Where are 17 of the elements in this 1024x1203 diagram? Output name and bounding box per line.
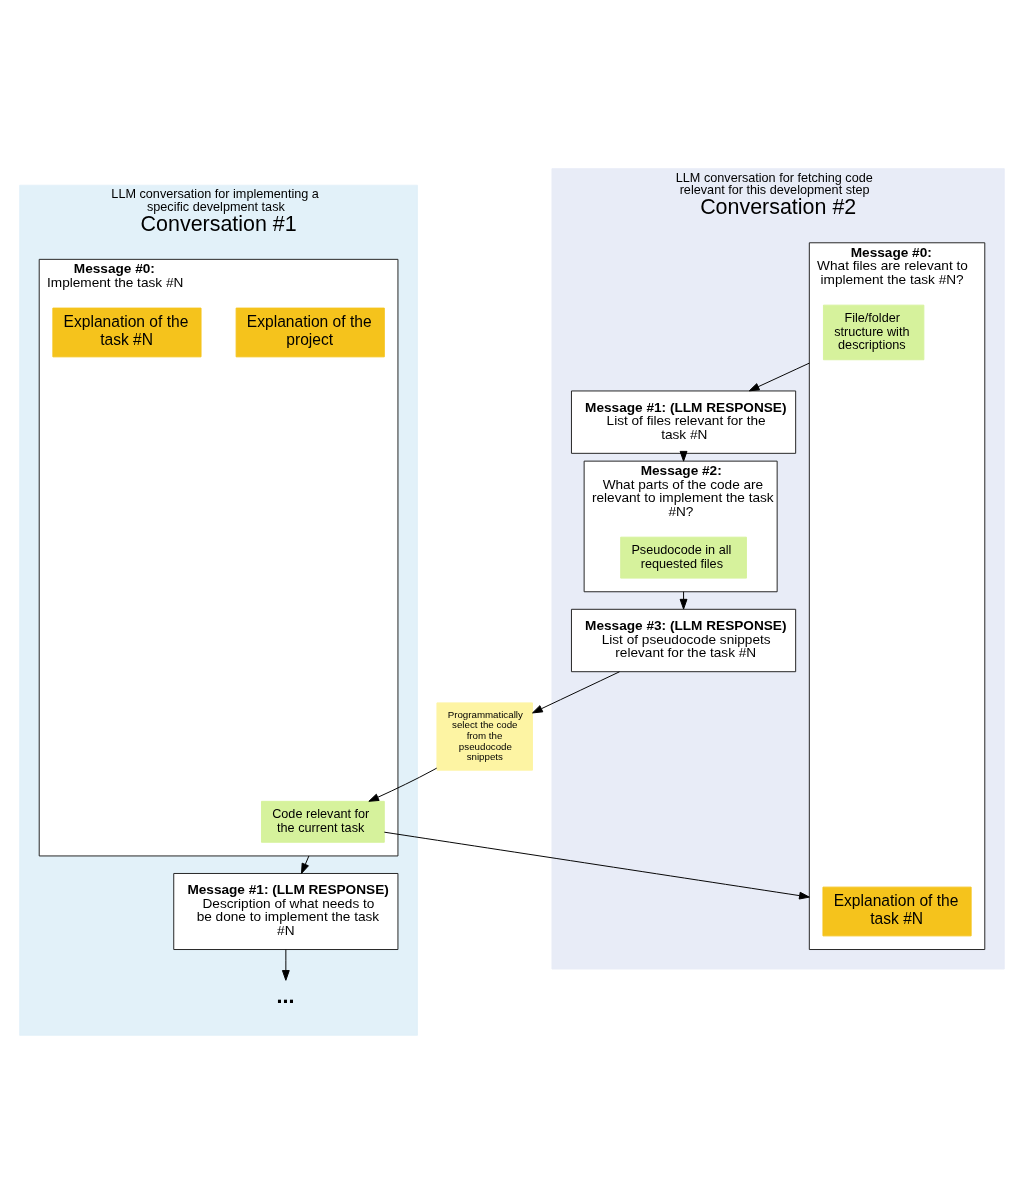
node-box: Pseudocode in all requested files (620, 536, 747, 579)
node-box: Programmatically select the code from the pseudocode snippets (436, 701, 533, 771)
node-box: Message #1: (LLM RESPONSE) Description of what needs to be done to implement the task #N (173, 872, 399, 950)
arrow (679, 590, 688, 610)
node-box: Explanation of the task #N (52, 307, 202, 357)
arrow (383, 831, 810, 899)
arrow (281, 948, 290, 981)
arrow (368, 767, 438, 802)
node-box: Explanation of the task #N (822, 886, 972, 936)
node-box: Message #3: (LLM RESPONSE) List of pseudocode snippets relevant for the task #N (570, 608, 797, 672)
node-box: File/folder structure with descriptions (822, 304, 925, 360)
arrow (748, 362, 810, 391)
arrow (532, 670, 621, 713)
node-box: Code relevant for the current task (261, 800, 385, 843)
node-text: ... (276, 983, 295, 1008)
arrow (301, 854, 310, 874)
node-box: Explanation of the project (235, 307, 385, 357)
